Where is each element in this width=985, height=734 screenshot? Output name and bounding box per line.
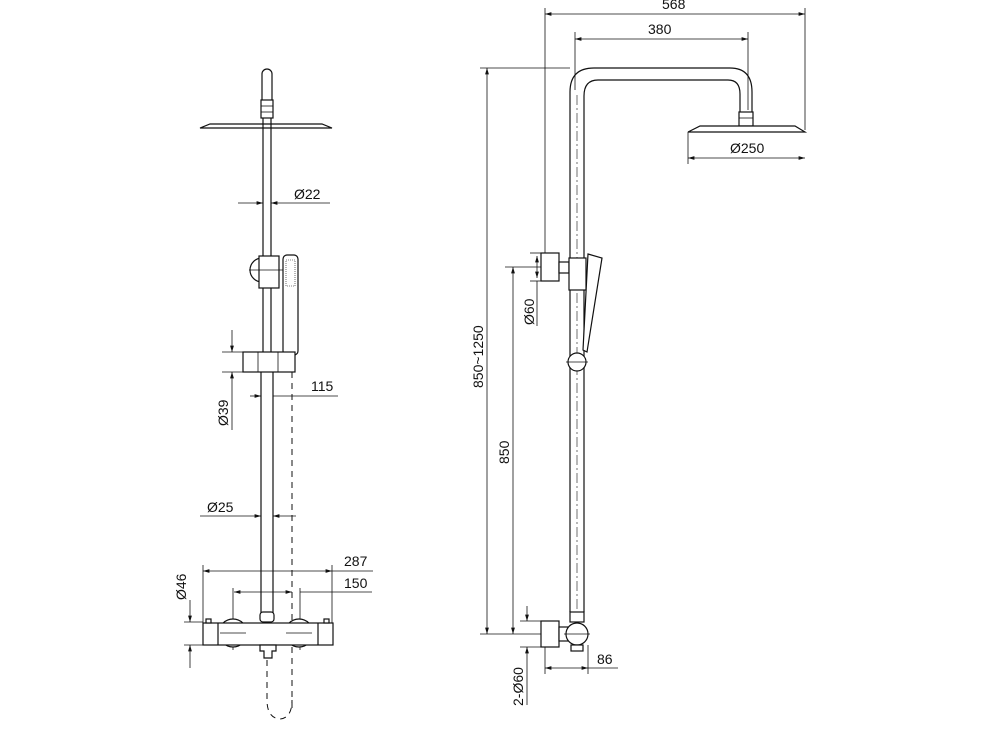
- dimension-label: Ø22: [294, 186, 321, 202]
- dimension-label: Ø60: [521, 298, 537, 325]
- dimension-inlet-flanges: 2-Ø60: [510, 606, 541, 706]
- wall-bracket-side: [540, 252, 587, 291]
- thermostatic-mixer-side: [540, 611, 590, 652]
- dimension-label: Ø46: [173, 573, 189, 600]
- dimension-label: 287: [344, 553, 368, 569]
- riser-pipe-lower: [259, 372, 275, 623]
- dimension-label: Ø25: [207, 499, 234, 515]
- dimension-head-diameter: Ø250: [687, 132, 805, 164]
- dimension-pipe-upper: Ø22: [238, 186, 330, 205]
- dimension-label: 850~1250: [470, 325, 486, 388]
- dimension-label: Ø250: [730, 140, 764, 156]
- dimension-pipe-lower: Ø25: [200, 499, 296, 518]
- hand-shower-side: [566, 253, 603, 372]
- thermostatic-mixer-front: [202, 618, 334, 720]
- dimension-mixer-diameter: Ø46: [173, 573, 203, 668]
- dimension-slider-height: Ø39: [215, 330, 243, 430]
- front-view: Ø22 Ø39 115 Ø25: [173, 68, 373, 720]
- slider-front: [242, 351, 296, 373]
- dimension-total-reach: 568: [544, 0, 806, 262]
- shower-head-front: [199, 68, 333, 129]
- dimension-label: 150: [344, 575, 368, 591]
- dimension-bracket-height: 850: [496, 266, 541, 634]
- dimension-label: Ø39: [215, 399, 231, 426]
- dimension-mixer-width: 287: [202, 553, 373, 625]
- dimension-label: 380: [648, 21, 672, 37]
- dimension-label: 2-Ø60: [510, 667, 526, 706]
- dimension-bracket-flange: Ø60: [521, 252, 541, 326]
- dimension-slider-offset: 115: [250, 378, 338, 398]
- dimension-arm-length: 380: [574, 21, 749, 110]
- dimension-label: 850: [496, 440, 512, 464]
- riser-and-arm-side: [569, 67, 808, 615]
- hand-shower-front: [282, 254, 299, 356]
- riser-pipe-upper: [262, 118, 272, 352]
- dimension-wall-offset: 86: [544, 645, 618, 674]
- dimension-label: 568: [662, 0, 686, 12]
- side-view: 568 380 Ø250 Ø60: [470, 0, 808, 706]
- dimension-label: 86: [597, 651, 613, 667]
- dimension-total-height: 850~1250: [470, 67, 570, 635]
- dimension-label: 115: [311, 378, 334, 394]
